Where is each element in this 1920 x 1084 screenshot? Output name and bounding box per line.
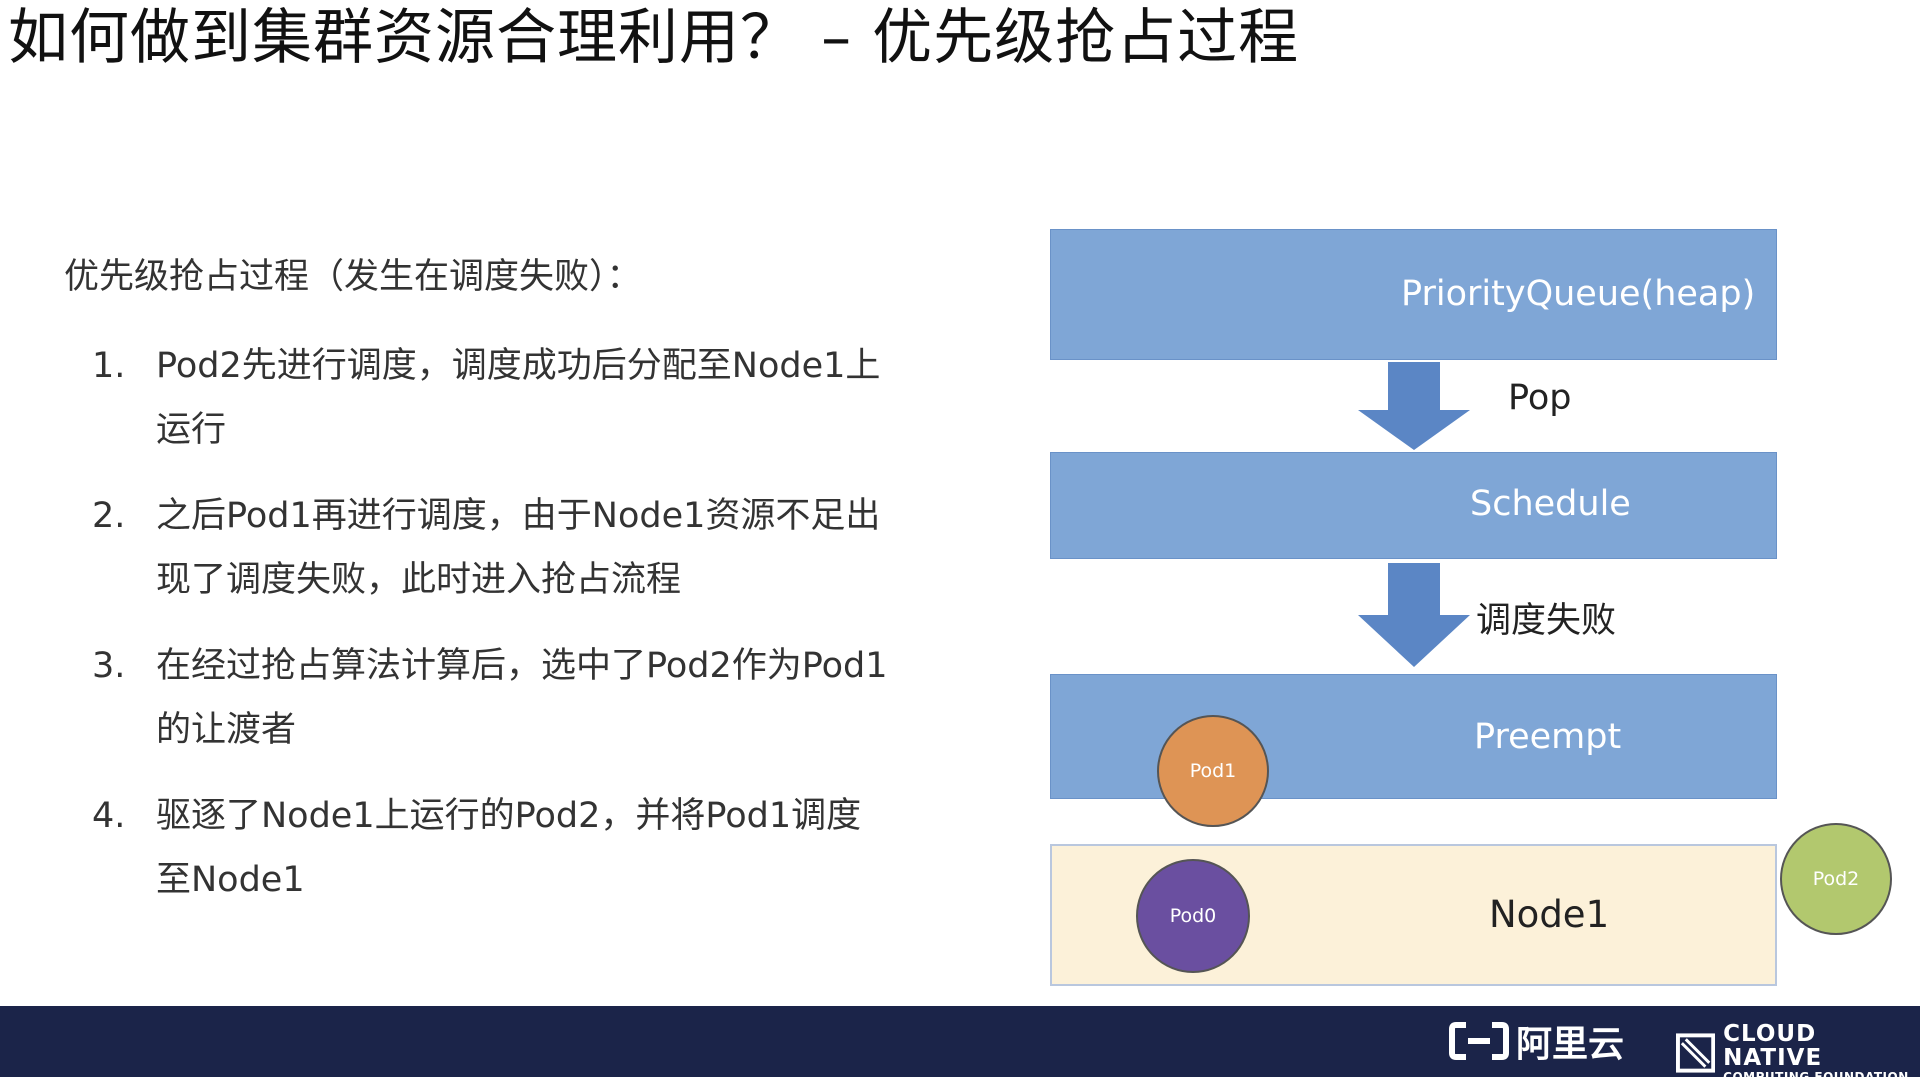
step-item: 1. Pod2先进行调度，调度成功后分配至Node1上运行 — [92, 334, 892, 462]
step-number: 2. — [92, 496, 126, 536]
priority-queue-label: PriorityQueue(heap) — [1401, 274, 1756, 314]
step-item: 2. 之后Pod1再进行调度，由于Node1资源不足出现了调度失败，此时进入抢占… — [92, 484, 892, 612]
step-number: 4. — [92, 796, 126, 836]
cncf-square-icon — [1676, 1033, 1716, 1073]
step-text: 在经过抢占算法计算后，选中了Pod2作为Pod1的让渡者 — [156, 646, 888, 750]
step-number: 3. — [92, 646, 126, 686]
slide-title: 如何做到集群资源合理利用？ – 优先级抢占过程 — [8, 3, 1300, 73]
step-number: 1. — [92, 346, 126, 386]
step-text: 驱逐了Node1上运行的Pod2，并将Pod1调度至Node1 — [156, 796, 862, 900]
step-item: 4. 驱逐了Node1上运行的Pod2，并将Pod1调度至Node1 — [92, 784, 892, 912]
step-text: 之后Pod1再进行调度，由于Node1资源不足出现了调度失败，此时进入抢占流程 — [156, 496, 881, 600]
cncf-logo: CLOUD NATIVE COMPUTING FOUNDATION — [1676, 1022, 1920, 1084]
aliyun-logo: 阿里云 — [1448, 1018, 1625, 1065]
aliyun-label: 阿里云 — [1516, 1024, 1625, 1065]
schedule-fail-label: 调度失败 — [1476, 601, 1617, 641]
pod2-circle: Pod2 — [1780, 823, 1892, 935]
arrow-down-icon — [1358, 362, 1470, 450]
step-text: Pod2先进行调度，调度成功后分配至Node1上运行 — [156, 346, 881, 450]
footer-bar — [0, 1006, 1920, 1077]
priority-queue-box: PriorityQueue(heap) — [1050, 229, 1777, 360]
cncf-title: CLOUD NATIVE — [1723, 1021, 1823, 1071]
aliyun-bracket-icon — [1449, 1022, 1509, 1060]
step-item: 3. 在经过抢占算法计算后，选中了Pod2作为Pod1的让渡者 — [92, 634, 892, 762]
cncf-subtitle: COMPUTING FOUNDATION — [1723, 1070, 1909, 1084]
section-heading: 优先级抢占过程（发生在调度失败）： — [64, 257, 642, 297]
pod0-circle: Pod0 — [1136, 859, 1250, 973]
arrow-down-icon — [1358, 563, 1470, 667]
schedule-label: Schedule — [1470, 484, 1631, 524]
node1-box: Node1 — [1050, 844, 1777, 986]
node1-label: Node1 — [1489, 893, 1610, 936]
preempt-label: Preempt — [1474, 717, 1622, 757]
pod1-circle: Pod1 — [1157, 715, 1269, 827]
schedule-box: Schedule — [1050, 452, 1777, 559]
pop-label: Pop — [1508, 378, 1572, 418]
steps-list: 1. Pod2先进行调度，调度成功后分配至Node1上运行 2. 之后Pod1再… — [92, 334, 892, 934]
